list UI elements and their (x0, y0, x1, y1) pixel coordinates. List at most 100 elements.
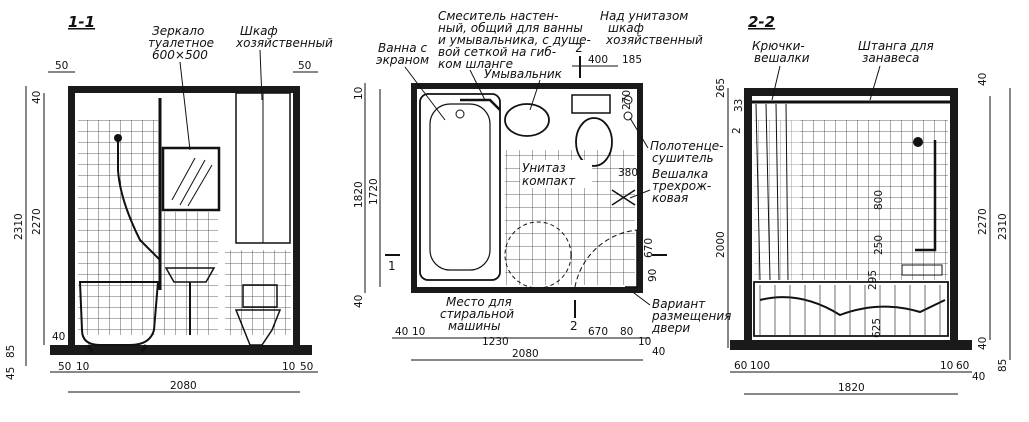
dim-10-plan-right: 10 (638, 336, 651, 348)
cabinet-leader (259, 49, 263, 101)
ceiling-slab (68, 86, 300, 93)
dim-2000-section2: 2000 (715, 231, 727, 258)
dim-2270-left: 2270 (31, 208, 43, 235)
door-swing-arc (574, 229, 638, 288)
toilet-mirror (161, 146, 221, 212)
shower-hose (117, 140, 161, 261)
section-1-1: 1-1 Зеркало туалетное 600×500 Шк (5, 13, 333, 393)
washbasin-elevation (164, 267, 216, 283)
door-variant-label-line3: двери (651, 321, 690, 335)
dim-2-section2: 2 (731, 127, 743, 134)
bath-label-line2: экраном (376, 53, 429, 67)
bathtub-elevation (78, 281, 160, 346)
dim-1230: 1230 (482, 336, 509, 348)
dim-2080-plan: 2080 (512, 348, 539, 360)
mixer-label-line2: ный, общий для ванны (438, 21, 583, 35)
toilet-cistern (242, 284, 278, 308)
dim-1820-section2: 1820 (838, 382, 865, 394)
dim-50-top-left: 50 (55, 60, 68, 72)
floor-plan: 2 2 1 Ванна с экраном Смеситель настен- … (353, 9, 731, 361)
dim-800-section2: 800 (873, 190, 885, 210)
dim-1720-plan: 1720 (368, 178, 380, 205)
above-wc-label-line3: хозяйственный (605, 33, 703, 47)
hanger-leader (629, 189, 651, 199)
door-variant-label-line1: Вариант (652, 297, 706, 311)
mirror-label-line1: Зеркало (152, 24, 204, 38)
section2-riser (915, 140, 937, 252)
mirror-leader (179, 61, 191, 151)
plan-bathtub (419, 93, 501, 281)
mixer-label-line3: и умывальника, с душе- (438, 33, 591, 47)
washer-label-line3: машины (448, 319, 501, 333)
cut-label-2-top: 2 (575, 41, 583, 55)
dim-40-plan-left: 40 (395, 326, 408, 338)
dim-185: 185 (622, 54, 642, 66)
dim-670-plan: 670 (588, 326, 608, 338)
plan-left-wall (411, 83, 417, 293)
wc-label-line2: компакт (522, 174, 576, 188)
hanger-label-line1: Вешалка (652, 167, 708, 181)
toilet-bowl-elevation (234, 309, 282, 346)
tub-drain-icon (455, 109, 465, 119)
rod-leader (869, 65, 881, 101)
above-wc-label-line2: шкаф (608, 21, 644, 35)
dim-2270-right: 2270 (977, 208, 989, 235)
wc-label-line1: Унитаз (522, 161, 566, 175)
washer-label-line2: стиральной (440, 307, 514, 321)
section-2-2: 2-2 Крючки- вешалки Штанга для занавеса … (715, 13, 1011, 395)
dim-10-bottom-right: 10 (282, 361, 295, 373)
dim-90-plan: 90 (647, 269, 659, 282)
wall-tiles-right (225, 250, 291, 335)
dim-85-right: 85 (997, 359, 1009, 372)
dim-2310-right: 2310 (997, 213, 1009, 240)
towel-dryer-icon (623, 95, 633, 105)
section2-screen-hatch (759, 285, 941, 336)
section2-floor (730, 340, 972, 350)
wall-tiles-middle (158, 212, 218, 335)
dim-100-section2: 100 (750, 360, 770, 372)
hooks-label-line1: Крючки- (752, 39, 805, 53)
dim-60-section2-left: 60 (734, 360, 747, 372)
door-variant-label-line2: размещения (651, 309, 731, 323)
cut-label-1-left: 1 (388, 259, 396, 273)
dim-40-section2-bottom: 40 (972, 371, 985, 383)
curtain-folds (755, 103, 789, 281)
dim-50-bottom-right: 50 (300, 361, 313, 373)
plan-wc-cistern (571, 94, 611, 114)
dim-80-plan: 80 (620, 326, 633, 338)
cut-label-2-bottom: 2 (570, 319, 578, 333)
dim-670-vertical: 670 (643, 238, 655, 258)
dim-250-section2: 250 (873, 235, 885, 255)
plan-bathtub-inner (429, 103, 491, 271)
cabinet-label-line2: хозяйственный (235, 36, 333, 50)
dim-265-section2: 265 (715, 78, 727, 98)
dim-10-bottom-left: 10 (76, 361, 89, 373)
dim-40-top: 40 (31, 91, 43, 104)
left-wall (68, 86, 75, 354)
dim-50-bottom-left: 50 (58, 361, 71, 373)
hooks-label-line2: вешалки (754, 51, 810, 65)
mirror-label-line2: туалетное (148, 36, 214, 50)
section2-right-wall (950, 88, 958, 348)
washbasin-label: Умывальник (484, 67, 563, 81)
dim-10-section2-right: 10 (940, 360, 953, 372)
plan-washbasin (504, 103, 550, 137)
above-wc-label-line1: Над унитазом (600, 9, 688, 23)
shower-head-icon (114, 134, 122, 142)
plan-mixer (460, 98, 501, 111)
dim-10-plan-left: 10 (412, 326, 425, 338)
rod-label-line1: Штанга для (858, 39, 934, 53)
dim-2310-left: 2310 (13, 213, 25, 240)
dim-10-plan-top: 10 (353, 87, 365, 100)
plan-bottom-wall (411, 287, 643, 293)
bath-leader (404, 66, 446, 121)
right-wall (293, 86, 300, 354)
bath-label-line1: Ванна с (378, 41, 427, 55)
door-variant-leader (629, 289, 651, 306)
dim-40-right-bottom: 40 (977, 337, 989, 350)
mixer-leader (469, 69, 486, 101)
dim-50-top-right: 50 (298, 60, 311, 72)
dim-60-section2-right: 60 (956, 360, 969, 372)
